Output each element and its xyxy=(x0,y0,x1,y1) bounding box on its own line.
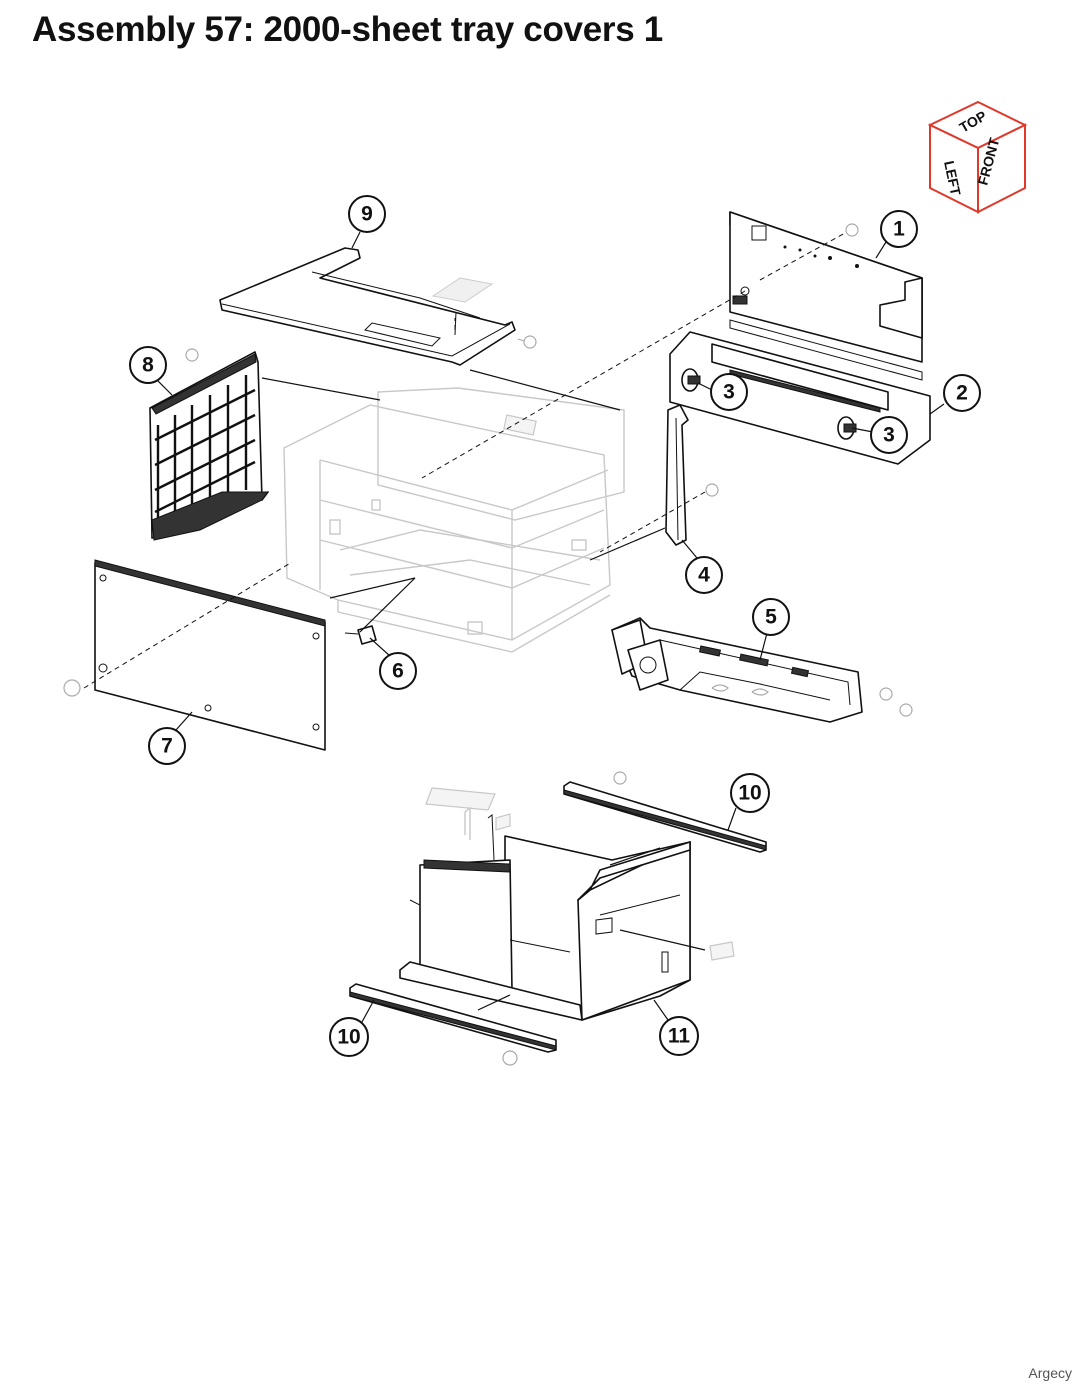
callout-4-label: 4 xyxy=(698,564,710,587)
part-8-left-grille xyxy=(149,348,269,541)
callout-7: 7 xyxy=(148,727,186,765)
callout-leaders xyxy=(156,231,945,1023)
explode-lines xyxy=(83,232,846,1011)
part-7-front-panel xyxy=(63,559,326,751)
callout-1-label: 1 xyxy=(893,218,905,241)
callout-8: 8 xyxy=(129,346,167,384)
callout-10a: 10 xyxy=(730,773,770,813)
callout-9: 9 xyxy=(348,195,386,233)
callout-3b: 3 xyxy=(870,416,908,454)
callout-11-label: 11 xyxy=(668,1025,691,1048)
part-11-drawer xyxy=(399,787,735,1021)
callout-7-label: 7 xyxy=(161,735,173,758)
callout-6-label: 6 xyxy=(392,660,404,683)
callout-3a: 3 xyxy=(710,373,748,411)
part-1-rear-panel xyxy=(729,211,923,381)
callout-10b: 10 xyxy=(329,1017,369,1057)
callout-1: 1 xyxy=(880,210,918,248)
callout-3a-label: 3 xyxy=(723,381,735,404)
callout-2-label: 2 xyxy=(956,382,968,405)
callout-4: 4 xyxy=(685,556,723,594)
orientation-cube: TOP LEFT FRONT xyxy=(927,100,1028,214)
callout-2: 2 xyxy=(943,374,981,412)
footer-brand: Argecy xyxy=(1028,1365,1072,1381)
part-3-thumbscrews xyxy=(681,368,857,440)
part-6-clip xyxy=(344,625,377,645)
callout-6: 6 xyxy=(379,652,417,690)
part-4-vertical-bracket xyxy=(665,404,719,546)
callout-9-label: 9 xyxy=(361,203,373,226)
part-10-rails xyxy=(349,771,767,1066)
tray-frame-ghost xyxy=(283,387,625,653)
page-title: Assembly 57: 2000-sheet tray covers 1 xyxy=(32,10,663,49)
callout-5-label: 5 xyxy=(765,606,777,629)
callout-10a-label: 10 xyxy=(738,782,761,805)
callout-8-label: 8 xyxy=(142,354,154,377)
callout-11: 11 xyxy=(659,1016,699,1056)
callout-3b-label: 3 xyxy=(883,424,895,447)
part-9-top-cover xyxy=(219,247,537,366)
callout-10b-label: 10 xyxy=(337,1026,360,1049)
cube-left-label: LEFT xyxy=(941,159,964,197)
part-5-drive-assembly xyxy=(611,617,913,723)
callout-5: 5 xyxy=(752,598,790,636)
